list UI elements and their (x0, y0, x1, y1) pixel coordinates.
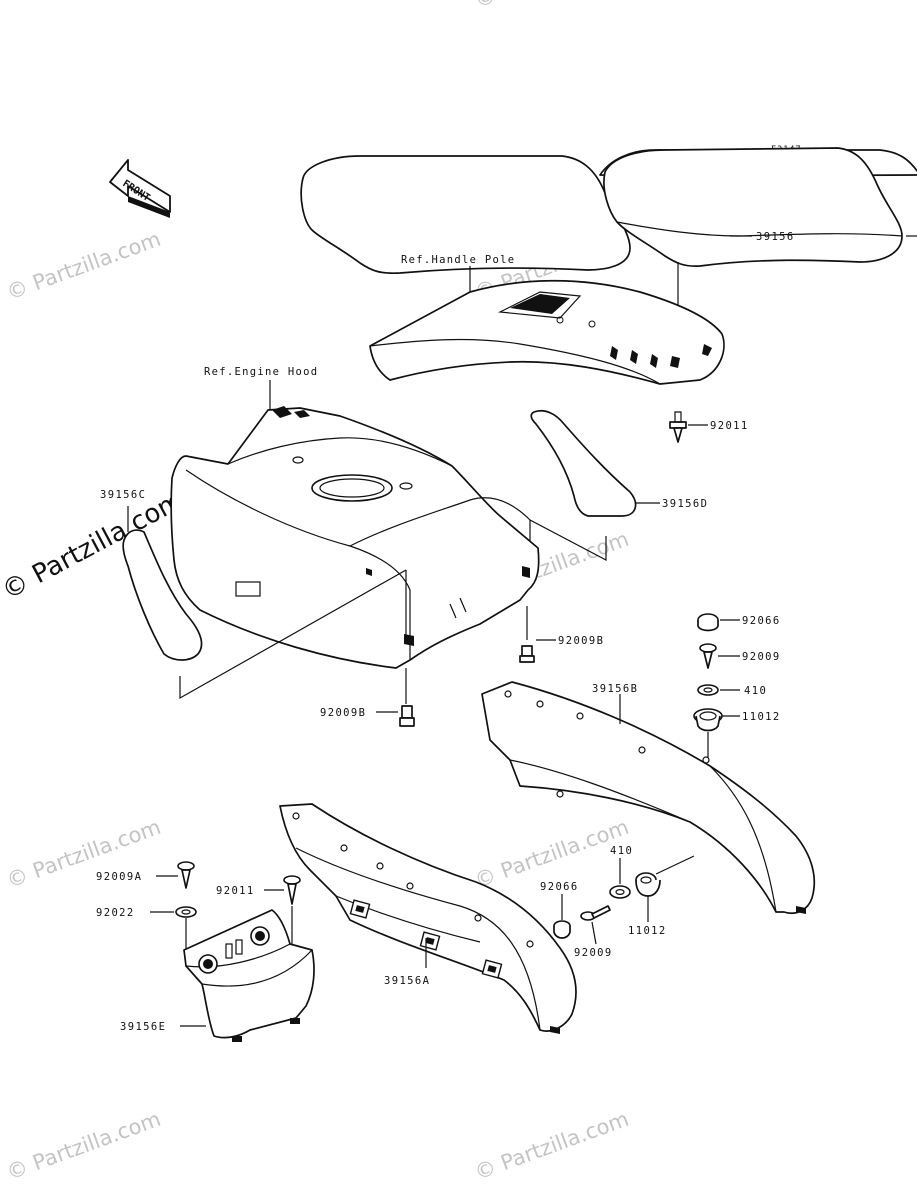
side-cover-39156A (279, 803, 577, 1034)
grommet-11012-top (693, 708, 723, 732)
side-pad-39156C (122, 529, 203, 661)
callout-39156B: 39156B (592, 683, 638, 695)
callout-92009A: 92009A (96, 871, 142, 883)
screw-92011-top (669, 411, 687, 443)
washer-92022 (175, 906, 197, 918)
ref-handle-pole-label: Ref.Handle Pole (401, 254, 515, 266)
callout-92009B-left: 92009B (320, 707, 366, 719)
callout-92066-bottom: 92066 (540, 881, 579, 893)
callout-92009B-right: 92009B (558, 635, 604, 647)
watermark: © Partzilla.com (472, 1107, 632, 1185)
watermark: © Partzilla.com (472, 0, 632, 13)
callout-11012-top: 11012 (742, 711, 781, 723)
screw-92009-top (699, 643, 717, 669)
leader-line (179, 569, 407, 700)
callout-92009-top: 92009 (742, 651, 781, 663)
plug-92066-bottom (553, 920, 571, 939)
watermark: © Partzilla.com (4, 227, 164, 305)
callout-39156A: 39156A (384, 975, 430, 987)
seat-cushion-39156-shape (603, 147, 903, 267)
callout-410-bottom: 410 (610, 845, 633, 857)
callout-39156D: 39156D (662, 498, 708, 510)
callout-39156: 39156 (756, 231, 795, 243)
washer-410-top (697, 684, 719, 696)
washer-410-bottom (609, 885, 631, 899)
ref-engine-hood-label: Ref.Engine Hood (204, 366, 318, 378)
callout-92011-top: 92011 (710, 420, 749, 432)
callout-92022: 92022 (96, 907, 135, 919)
callout-92066-top: 92066 (742, 615, 781, 627)
grommet-11012-bottom (635, 872, 661, 897)
side-pad-39156D (530, 409, 637, 517)
screw-92009A (177, 861, 195, 889)
handle-pole-fender (369, 279, 725, 385)
leader-line (655, 855, 695, 875)
screw-92011-bottom (283, 875, 301, 905)
watermark: © Partzilla.com (4, 1107, 164, 1185)
callout-11012-bottom: 11012 (628, 925, 667, 937)
callout-410-top: 410 (744, 685, 767, 697)
callout-39156E: 39156E (120, 1021, 166, 1033)
screw-92009-bottom (580, 905, 611, 921)
leader-line (591, 921, 597, 945)
engine-hood (170, 406, 540, 669)
callout-39156C: 39156C (100, 489, 146, 501)
front-arrow-icon: FRONT (109, 159, 171, 218)
plug-92066-top (697, 613, 719, 632)
side-cover-39156B (481, 681, 816, 915)
bolt-92009B-right (519, 645, 535, 663)
bracket-cover-39156E (183, 909, 315, 1042)
bolt-92009B-left (399, 705, 415, 727)
callout-92009-bottom: 92009 (574, 947, 613, 959)
callout-92011-bottom: 92011 (216, 885, 255, 897)
